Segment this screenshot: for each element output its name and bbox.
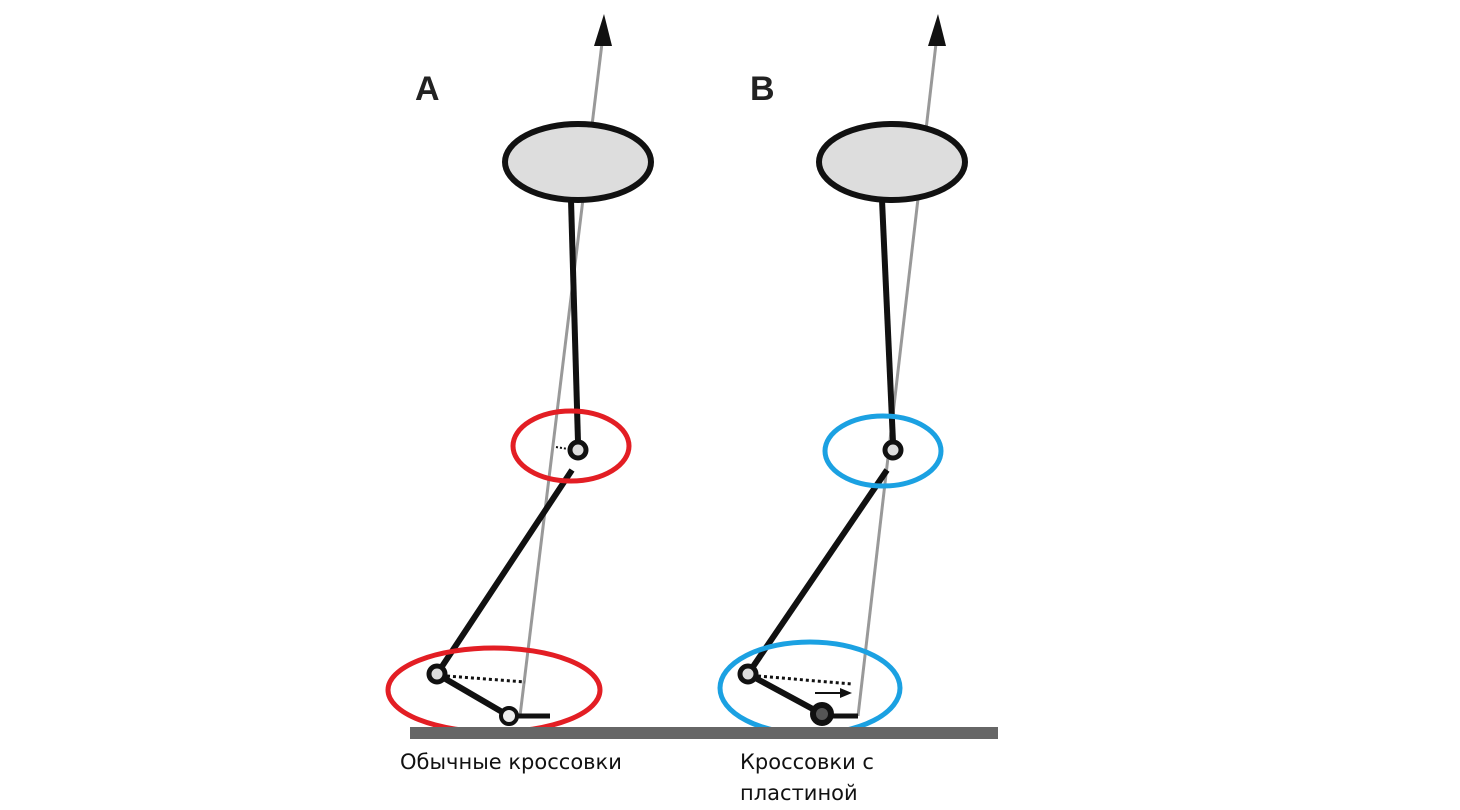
head <box>816 121 968 203</box>
panel-a: A <box>385 14 654 735</box>
shin <box>434 468 575 676</box>
ground <box>410 727 998 739</box>
panel-b: B <box>717 14 968 737</box>
knee-joint <box>567 439 589 461</box>
arrowhead-icon <box>594 14 612 46</box>
highlight-knee <box>510 408 632 484</box>
panel-label-b: B <box>750 70 775 108</box>
arrowhead-icon <box>928 14 946 46</box>
foot <box>435 671 511 719</box>
caption-a: Обычные кроссовки <box>400 750 622 774</box>
head <box>502 121 654 203</box>
ankle-joint <box>737 663 759 685</box>
panel-label-a: A <box>415 70 440 108</box>
highlight-knee <box>822 413 944 489</box>
trunk <box>568 199 581 443</box>
trunk <box>879 199 896 443</box>
foot <box>746 671 824 717</box>
dotted-line <box>555 446 569 450</box>
caption-b-line1: Кроссовки с <box>740 750 874 774</box>
knee-joint <box>882 439 904 461</box>
highlight-foot <box>717 639 903 737</box>
caption-b-line2: пластиной <box>740 781 858 805</box>
highlight-foot <box>385 645 603 735</box>
ankle-joint <box>426 663 448 685</box>
mtp-joint <box>810 702 834 726</box>
mtp-joint <box>499 706 519 726</box>
shin <box>745 468 890 676</box>
dotted-line <box>757 674 853 686</box>
shift-arrow-icon <box>840 688 852 698</box>
dotted-line <box>446 674 526 684</box>
